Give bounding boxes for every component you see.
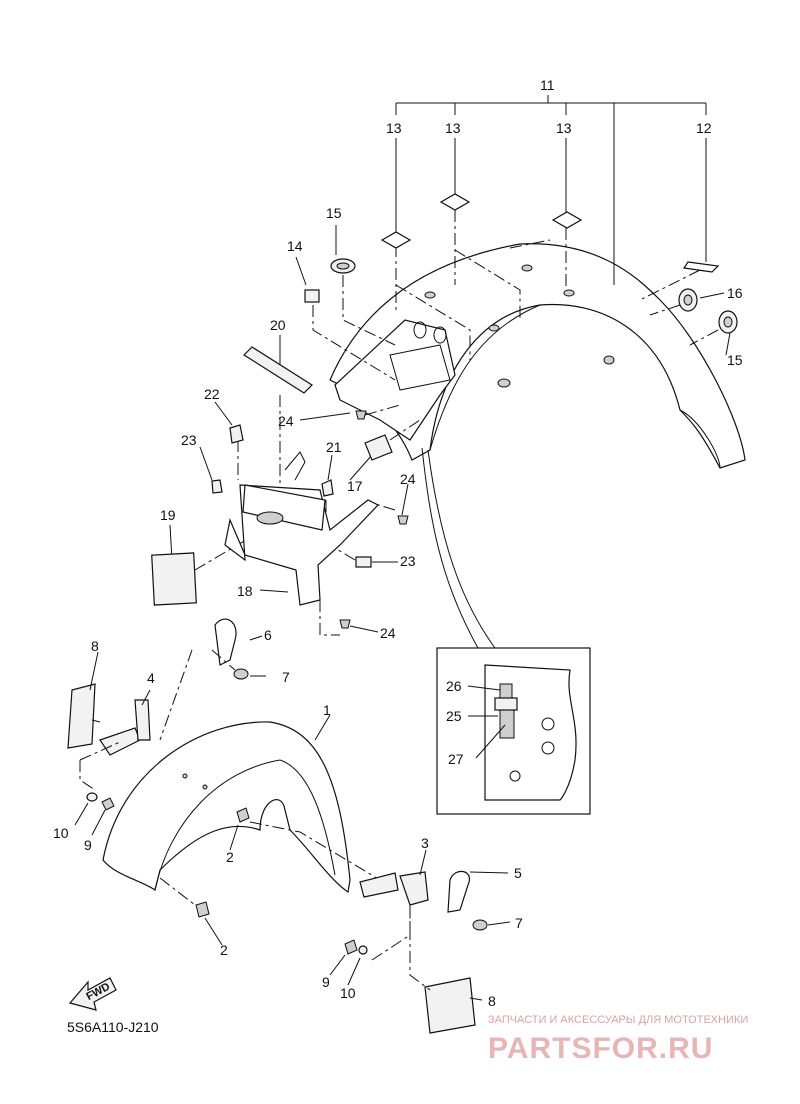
callout-13: 13	[386, 120, 402, 136]
callout-9: 9	[84, 837, 92, 853]
front-fender	[102, 721, 351, 894]
license-plate	[151, 552, 197, 606]
callout-17: 17	[347, 478, 363, 494]
callout-2: 2	[226, 849, 234, 865]
front-right-parts	[329, 849, 511, 1034]
callout-18: 18	[237, 583, 253, 599]
license-bracket	[224, 451, 379, 606]
callout-27: 27	[448, 751, 464, 767]
leader-lines	[169, 95, 731, 649]
callout-15: 15	[326, 205, 342, 221]
callout-14: 14	[287, 238, 303, 254]
callout-20: 20	[270, 317, 286, 333]
callout-23: 23	[400, 553, 416, 569]
callout-11: 11	[540, 77, 555, 93]
callout-9: 9	[322, 974, 330, 990]
callout-7: 7	[515, 915, 523, 931]
watermark-brand: PARTSFOR.RU	[488, 1032, 713, 1065]
callout-labels: 11 13 13 13 12 15 14 16 15 20 22 24 23 2…	[53, 77, 743, 1009]
callout-15: 15	[727, 352, 743, 368]
callout-10: 10	[340, 985, 356, 1001]
callout-24: 24	[400, 471, 416, 487]
callout-23: 23	[181, 432, 197, 448]
callout-13: 13	[556, 120, 572, 136]
callout-25: 25	[446, 708, 462, 724]
callout-12: 12	[696, 120, 712, 136]
callout-21: 21	[326, 439, 342, 455]
callout-4: 4	[147, 670, 155, 686]
callout-8: 8	[488, 993, 496, 1009]
watermark-tagline: ЗАПЧАСТИ И АКСЕССУАРЫ ДЛЯ МОТОТЕХНИКИ	[488, 1014, 748, 1026]
callout-8: 8	[91, 638, 99, 654]
callout-5: 5	[514, 865, 522, 881]
callout-24: 24	[380, 625, 396, 641]
rear-small-parts	[211, 193, 738, 629]
detail-inset	[436, 647, 591, 815]
callout-24: 24	[278, 413, 294, 429]
diagram-code: 5S6A110-J210	[67, 1019, 159, 1035]
callout-3: 3	[421, 835, 429, 851]
callout-10: 10	[53, 825, 69, 841]
callout-2: 2	[220, 942, 228, 958]
callout-13: 13	[445, 120, 461, 136]
callout-1: 1	[323, 702, 331, 718]
callout-19: 19	[160, 507, 176, 523]
rear-fender	[329, 243, 746, 469]
callout-22: 22	[204, 386, 220, 402]
callout-26: 26	[446, 678, 462, 694]
callout-16: 16	[727, 285, 743, 301]
fwd-arrow-icon: FWD	[68, 977, 117, 1011]
callout-7: 7	[282, 669, 290, 685]
callout-6: 6	[264, 627, 272, 643]
front-left-parts	[67, 618, 381, 946]
watermark: ЗАПЧАСТИ И АКСЕССУАРЫ ДЛЯ МОТОТЕХНИКИ PA…	[488, 1014, 748, 1065]
